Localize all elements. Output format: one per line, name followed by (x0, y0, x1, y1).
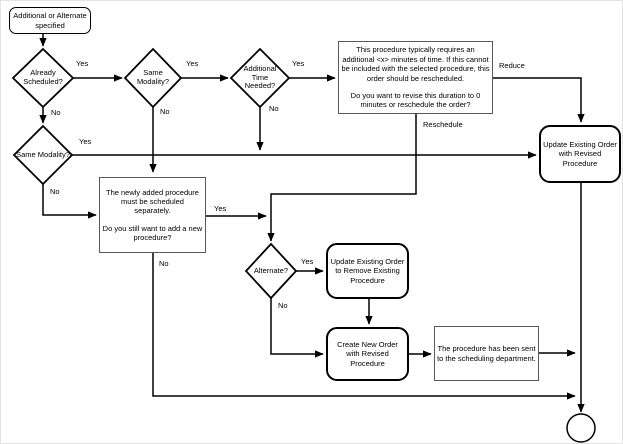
edge-label-yes: Yes (291, 59, 306, 68)
message-schedule-separately-para2: Do you still want to add a new procedure… (102, 223, 203, 243)
message-schedule-separately: The newly added procedure must be schedu… (99, 177, 206, 253)
end-node (566, 413, 596, 443)
message-schedule-separately-para1: The newly added procedure must be schedu… (106, 187, 199, 216)
message-sent-to-scheduling: The procedure has been sent to the sched… (434, 326, 539, 381)
message-revise-duration-para1: This procedure typically requires an add… (341, 45, 490, 83)
edge-label-no: No (50, 108, 62, 117)
node-update-order-revised-procedure: Update Existing Order with Revised Proce… (539, 125, 621, 183)
start-node: Additional or Alternate specified (9, 7, 91, 34)
edge-label-yes: Yes (78, 137, 93, 146)
edge-label-yes: Yes (300, 257, 315, 266)
edge-schedule-separately-no (152, 253, 576, 400)
start-node-label: Additional or Alternate specified (13, 11, 87, 30)
decision-shape-additional-time-needed (229, 47, 291, 109)
edge-label-no: No (159, 107, 171, 116)
edge-label-yes: Yes (185, 59, 200, 68)
node-create-new-order: Create New Order with Revised Procedure (326, 327, 409, 381)
edge-label-no: No (49, 187, 61, 196)
edge-label-reduce: Reduce (498, 61, 526, 70)
node-create-new-order-label: Create New Order with Revised Procedure (337, 339, 398, 368)
message-sent-to-scheduling-label: The procedure has been sent to the sched… (437, 344, 536, 363)
edge-reduce (493, 77, 585, 123)
edge-alternate-no (270, 298, 324, 358)
edge-label-no: No (158, 259, 170, 268)
edge-label-no: No (277, 301, 289, 310)
node-update-order-revised-procedure-label: Update Existing Order with Revised Proce… (543, 139, 617, 168)
node-update-order-remove-existing: Update Existing Order to Remove Existing… (326, 243, 409, 299)
edge-label-yes: Yes (75, 59, 90, 68)
edge-same-modality-left-no (42, 184, 97, 219)
message-revise-duration: This procedure typically requires an add… (338, 41, 493, 114)
message-revise-duration-para2: Do you want to revise this duration to 0… (350, 90, 481, 110)
decision-shape-already-scheduled (11, 47, 75, 109)
decision-shape-same-modality-top (123, 47, 183, 109)
node-update-order-remove-existing-label: Update Existing Order to Remove Existing… (330, 256, 405, 285)
decision-shape-same-modality-left (12, 124, 74, 186)
edge-label-reschedule: Reschedule (422, 120, 464, 129)
edge-label-yes: Yes (213, 204, 228, 213)
decision-shape-alternate (244, 242, 298, 300)
edge-label-no: No (268, 104, 280, 113)
edge-reschedule (267, 114, 417, 242)
